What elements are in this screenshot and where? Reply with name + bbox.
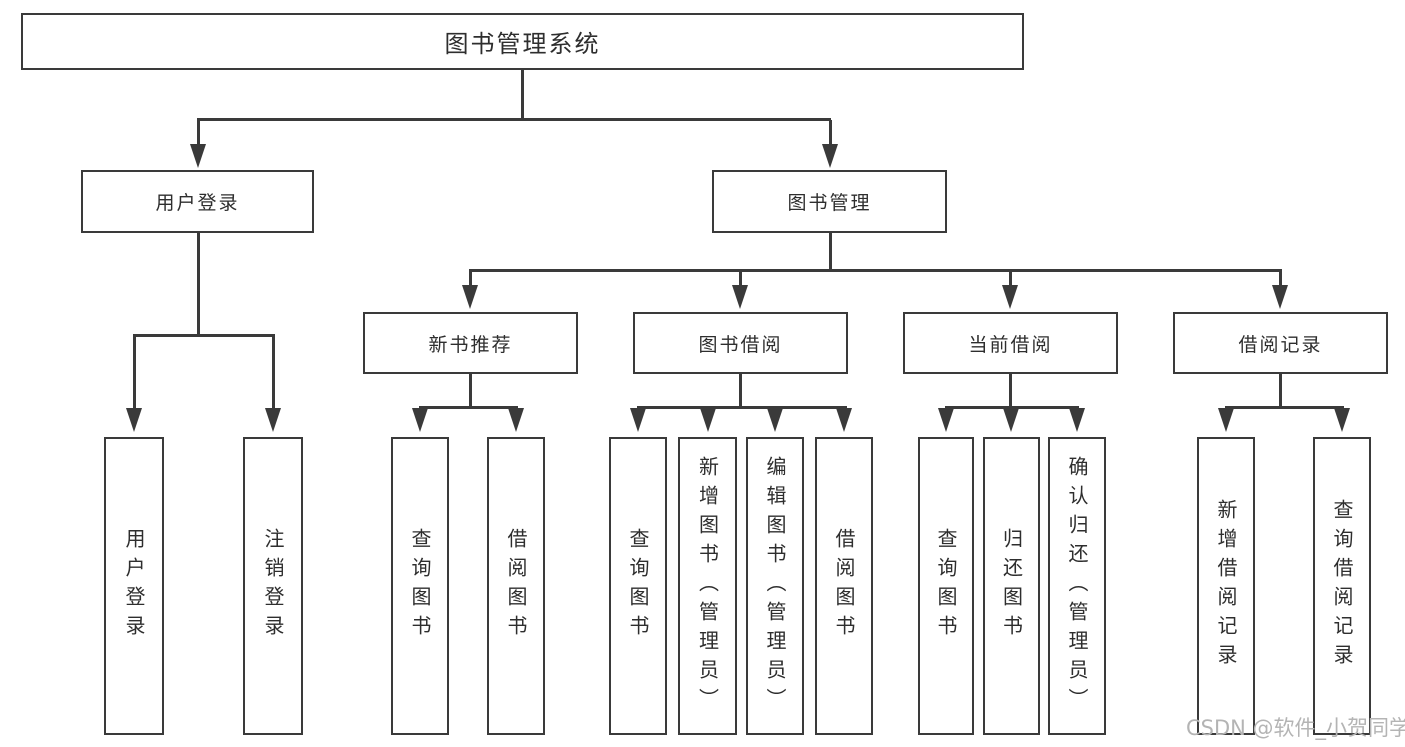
- arrow-down-icon: [836, 408, 852, 432]
- arrow-down-icon: [1003, 408, 1019, 432]
- leaf-borrow-book-newbook: 借阅图书: [487, 437, 545, 735]
- node-label: 图书管理: [787, 192, 872, 214]
- node-label: 借阅记录: [1238, 333, 1323, 356]
- connector-line: [272, 336, 275, 408]
- arrow-down-icon: [767, 408, 783, 432]
- node-label: 当前借阅: [968, 333, 1053, 356]
- node-label: 查询图书: [934, 528, 958, 644]
- leaf-logout: 注销登录: [243, 437, 303, 735]
- arrow-down-icon: [1002, 285, 1018, 309]
- connector-line: [637, 406, 847, 409]
- connector-line: [197, 120, 200, 145]
- connector-line: [829, 120, 832, 145]
- connector-line: [133, 334, 275, 337]
- connector-line: [521, 70, 524, 120]
- node-label: 注销登录: [261, 528, 285, 644]
- node-label: 编辑图书（管理员）: [763, 455, 787, 717]
- connector-line: [1279, 374, 1282, 407]
- leaf-query-book-newbook: 查询图书: [391, 437, 449, 735]
- leaf-user-login: 用户登录: [104, 437, 164, 735]
- node-library-system: 图书管理系统: [21, 13, 1024, 70]
- arrow-down-icon: [1069, 408, 1085, 432]
- node-label: 新书推荐: [428, 333, 513, 356]
- node-label: 图书管理系统: [444, 30, 601, 58]
- arrow-down-icon: [822, 144, 838, 168]
- connector-line: [829, 233, 832, 271]
- node-book-management: 图书管理: [712, 170, 947, 233]
- node-book-borrow: 图书借阅: [633, 312, 848, 374]
- leaf-borrow-book-borrow: 借阅图书: [815, 437, 873, 735]
- node-label: 借阅图书: [832, 528, 856, 644]
- arrow-down-icon: [1272, 285, 1288, 309]
- node-current-borrow: 当前借阅: [903, 312, 1118, 374]
- watermark-csdn: CSDN @软件_小贺同学: [1186, 716, 1405, 740]
- arrow-down-icon: [412, 408, 428, 432]
- connector-line: [469, 374, 472, 407]
- connector-line: [419, 406, 518, 409]
- arrow-down-icon: [190, 144, 206, 168]
- connector-line: [1009, 271, 1012, 286]
- connector-line: [197, 233, 200, 335]
- connector-line: [197, 118, 831, 121]
- leaf-query-book-current: 查询图书: [918, 437, 974, 735]
- connector-line: [739, 271, 742, 286]
- arrow-down-icon: [630, 408, 646, 432]
- node-new-book-recommend: 新书推荐: [363, 312, 578, 374]
- leaf-add-borrow-record: 新增借阅记录: [1197, 437, 1255, 735]
- node-label: 图书借阅: [698, 333, 783, 356]
- arrow-down-icon: [265, 408, 281, 432]
- connector-line: [469, 271, 472, 286]
- arrow-down-icon: [732, 285, 748, 309]
- connector-line: [1279, 271, 1282, 286]
- node-label: 查询图书: [626, 528, 650, 644]
- arrow-down-icon: [700, 408, 716, 432]
- connector-line: [945, 406, 1079, 409]
- arrow-down-icon: [1218, 408, 1234, 432]
- connector-line: [1009, 374, 1012, 407]
- connector-line: [739, 374, 742, 407]
- leaf-edit-book-admin: 编辑图书（管理员）: [746, 437, 804, 735]
- node-borrow-records: 借阅记录: [1173, 312, 1388, 374]
- node-label: 确认归还（管理员）: [1065, 455, 1089, 717]
- arrow-down-icon: [508, 408, 524, 432]
- arrow-down-icon: [126, 408, 142, 432]
- leaf-add-book-admin: 新增图书（管理员）: [678, 437, 737, 735]
- arrow-down-icon: [462, 285, 478, 309]
- node-label: 归还图书: [999, 528, 1024, 644]
- arrow-down-icon: [938, 408, 954, 432]
- connector-line: [1225, 406, 1344, 409]
- node-label: 用户登录: [155, 192, 240, 214]
- connector-line: [133, 336, 136, 408]
- node-label: 借阅图书: [504, 528, 528, 644]
- node-user-login: 用户登录: [81, 170, 314, 233]
- node-label: 新增图书（管理员）: [695, 455, 720, 717]
- arrow-down-icon: [1334, 408, 1350, 432]
- node-label: 查询图书: [408, 528, 432, 644]
- node-label: 查询借阅记录: [1330, 499, 1354, 673]
- leaf-query-book-borrow: 查询图书: [609, 437, 667, 735]
- node-label: 用户登录: [122, 528, 146, 644]
- leaf-confirm-return-admin: 确认归还（管理员）: [1048, 437, 1106, 735]
- leaf-return-book: 归还图书: [983, 437, 1040, 735]
- leaf-query-borrow-record: 查询借阅记录: [1313, 437, 1371, 735]
- node-label: 新增借阅记录: [1214, 499, 1238, 673]
- connector-line: [469, 269, 1282, 272]
